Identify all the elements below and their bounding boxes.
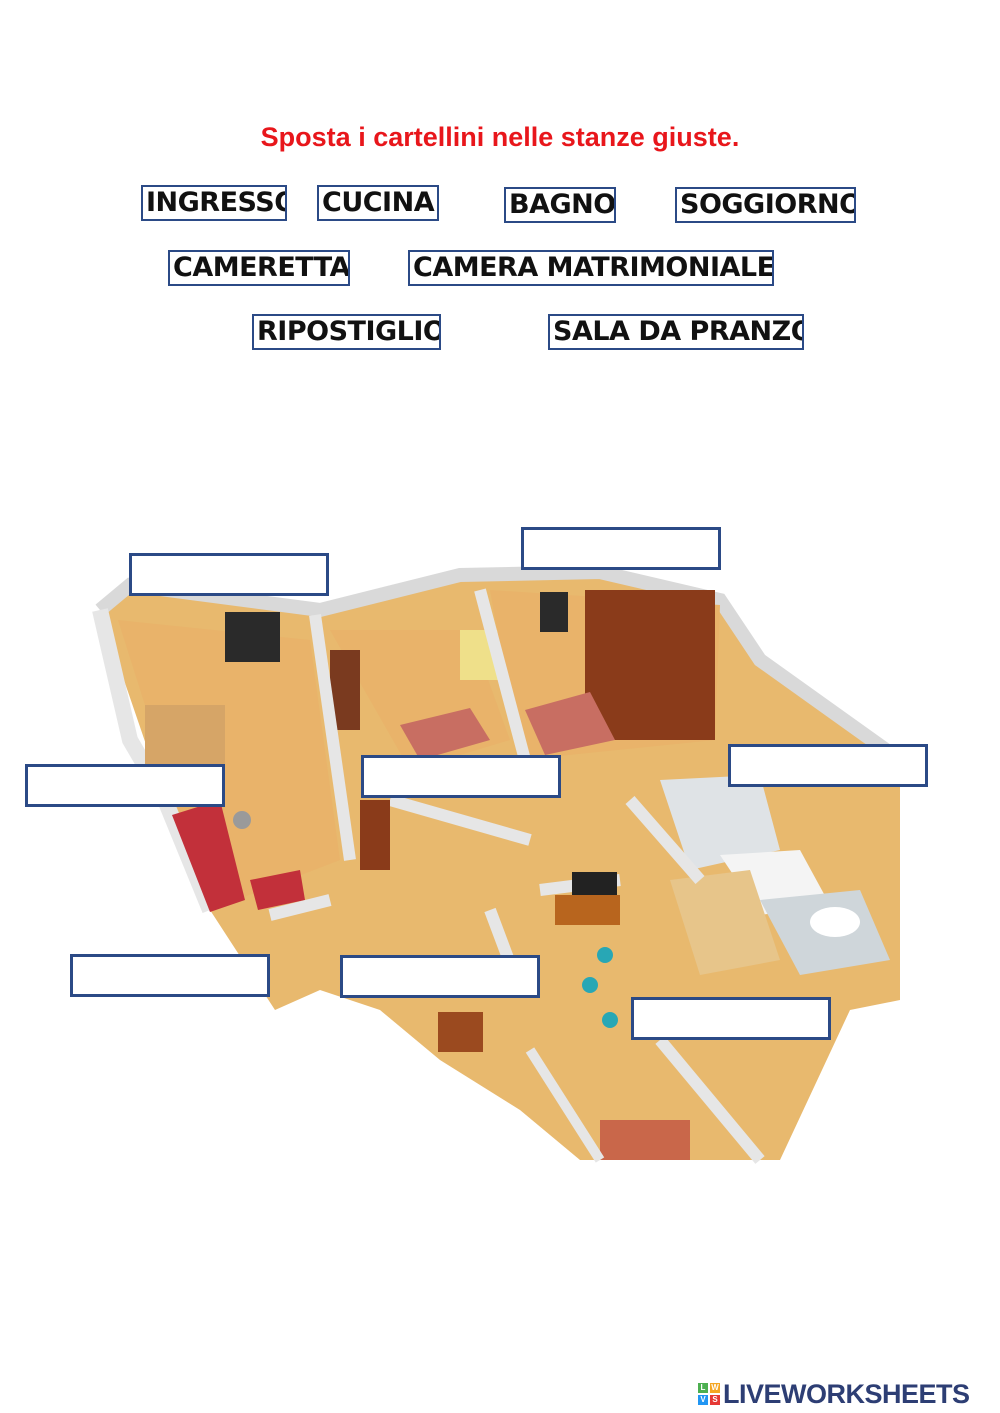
liveworksheets-logo: L W V S LIVEWORKSHEETS	[698, 1378, 970, 1410]
drop-target-1[interactable]	[129, 553, 329, 596]
brand-name: LIVEWORKSHEETS	[723, 1378, 970, 1409]
label-ripostiglio[interactable]: RIPOSTIGLIO	[252, 314, 441, 350]
drop-target-8[interactable]	[631, 997, 831, 1040]
drop-target-6[interactable]	[70, 954, 270, 997]
drop-target-4[interactable]	[361, 755, 561, 798]
label-sala-da-pranzo[interactable]: SALA DA PRANZO	[548, 314, 804, 350]
label-soggiorno[interactable]: SOGGIORNO	[675, 187, 856, 223]
logo-cell-1: L	[698, 1383, 708, 1393]
logo-cell-4: S	[710, 1395, 720, 1405]
label-ingresso[interactable]: INGRESSO	[141, 185, 287, 221]
label-cucina[interactable]: CUCINA	[317, 185, 439, 221]
label-cameretta[interactable]: CAMERETTA	[168, 250, 350, 286]
drop-target-7[interactable]	[340, 955, 540, 998]
drop-target-5[interactable]	[728, 744, 928, 787]
logo-cell-2: W	[710, 1383, 720, 1393]
drop-target-3[interactable]	[25, 764, 225, 807]
liveworksheets-logo-icon: L W V S	[698, 1383, 720, 1405]
drop-target-2[interactable]	[521, 527, 721, 570]
label-bagno[interactable]: BAGNO	[504, 187, 616, 223]
logo-cell-3: V	[698, 1395, 708, 1405]
instruction-title: Sposta i cartellini nelle stanze giuste.	[260, 122, 740, 152]
label-camera-matrimoniale[interactable]: CAMERA MATRIMONIALE	[408, 250, 774, 286]
